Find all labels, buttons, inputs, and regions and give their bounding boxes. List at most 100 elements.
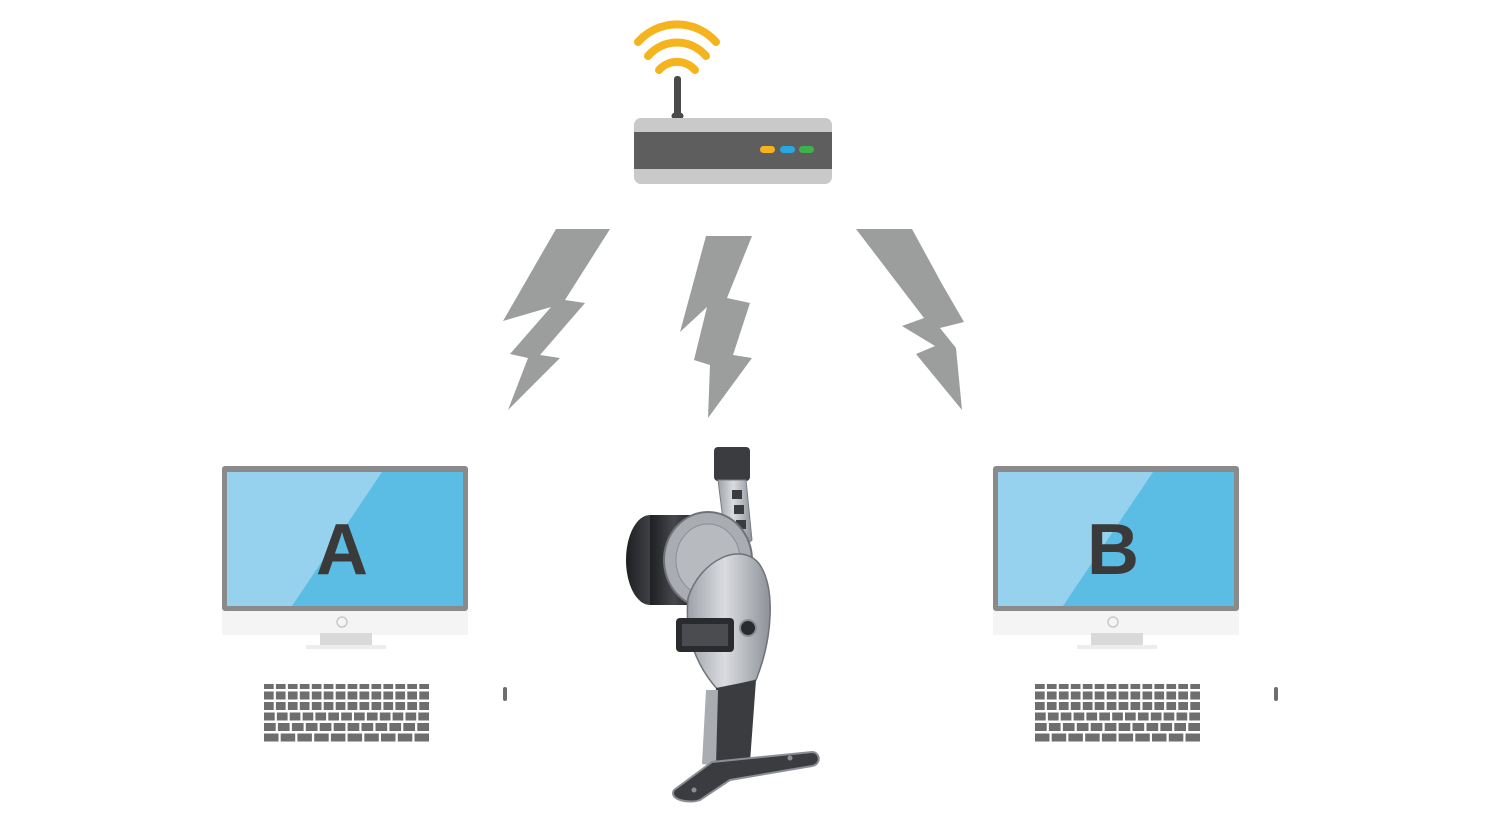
keyboard-key — [418, 712, 429, 721]
keyboard-key — [419, 702, 429, 710]
keyboard-key — [1082, 702, 1093, 710]
mouse — [503, 687, 507, 701]
keyboard-key — [371, 691, 382, 700]
keyboard-key — [1166, 684, 1177, 689]
keyboard-key — [1185, 733, 1200, 742]
mouse — [1274, 687, 1278, 701]
keyboard-key — [1174, 723, 1186, 731]
keyboard-key — [383, 691, 394, 700]
keyboard-key — [287, 702, 298, 710]
computer-label: B — [1087, 510, 1139, 590]
keyboard-key — [1094, 702, 1105, 710]
keyboard-key — [1090, 723, 1103, 731]
keyboard-key — [407, 702, 417, 710]
keyboard-key — [335, 702, 346, 710]
handheld-3d-scanner-icon — [626, 447, 820, 803]
keyboard-key — [1046, 702, 1057, 710]
keyboard-key — [419, 691, 429, 700]
keyboard-key — [379, 712, 391, 721]
keyboard-key — [311, 702, 322, 710]
keyboard-key — [375, 723, 388, 731]
wireless-links — [503, 229, 964, 418]
keyboard-key — [1086, 712, 1098, 721]
keyboard-key — [1154, 684, 1165, 689]
router-led-blue — [780, 146, 795, 153]
keyboard-key — [1163, 712, 1175, 721]
keyboard-key — [395, 691, 406, 700]
keyboard-key — [371, 702, 382, 710]
keyboard-key — [299, 702, 310, 710]
keyboard-key — [264, 723, 276, 731]
keyboard-key — [305, 723, 318, 731]
keyboard-key — [1035, 684, 1045, 689]
keyboard-key — [419, 684, 429, 689]
keyboard-key — [1035, 723, 1047, 731]
computer-b: B — [993, 466, 1278, 742]
keyboard-key — [1132, 723, 1145, 731]
keyboard-key — [1142, 691, 1153, 700]
keyboard-key — [1046, 684, 1057, 689]
keyboard-key — [364, 733, 379, 742]
keyboard-key — [1118, 691, 1129, 700]
keyboard-key — [1130, 691, 1141, 700]
keyboard-key — [361, 723, 374, 731]
keyboard-key — [407, 691, 417, 700]
keyboard-key — [1130, 702, 1141, 710]
keyboard-key — [291, 723, 304, 731]
keyboard-key — [1094, 684, 1105, 689]
lightning-bolt-icon — [680, 236, 752, 418]
keyboard-key — [275, 702, 286, 710]
keyboard-key — [1076, 723, 1089, 731]
router-antenna — [674, 76, 681, 116]
keyboard-key — [347, 691, 358, 700]
keyboard-key — [383, 684, 394, 689]
keyboard-key — [1068, 733, 1083, 742]
keyboard-key — [1178, 691, 1188, 700]
keyboard-key — [1101, 733, 1117, 742]
keyboard-key — [1104, 723, 1117, 731]
keyboard-key — [1142, 684, 1153, 689]
keyboard-key — [1189, 712, 1200, 721]
keyboard-key — [341, 712, 352, 721]
keyboard-key — [347, 702, 358, 710]
keyboard-key — [417, 723, 429, 731]
keyboard-key — [389, 723, 402, 731]
keyboard-key — [347, 733, 363, 742]
lightning-bolt-icon — [503, 229, 610, 410]
keyboard-key — [1118, 684, 1129, 689]
router-led-green — [799, 146, 814, 153]
keyboard-key — [1188, 723, 1200, 731]
keyboard-key — [1168, 733, 1184, 742]
keyboard-key — [1106, 684, 1117, 689]
keyboard-key — [275, 691, 286, 700]
keyboard-key — [397, 733, 413, 742]
keyboard-key — [1035, 733, 1050, 742]
keyboard-key — [264, 684, 274, 689]
keyboard-key — [264, 702, 274, 710]
keyboard-key — [1166, 702, 1177, 710]
keyboard-key — [1048, 723, 1061, 731]
keyboard-key — [1070, 684, 1081, 689]
keyboard-key — [276, 712, 288, 721]
keyboard-key — [328, 712, 339, 721]
keyboard-key — [264, 733, 279, 742]
keyboard-key — [1060, 712, 1072, 721]
keyboard-key — [359, 684, 370, 689]
keyboard-key — [287, 691, 298, 700]
keyboard-key — [314, 733, 329, 742]
keyboard-key — [1154, 702, 1165, 710]
keyboard-key — [1135, 733, 1150, 742]
keyboard-key — [1058, 702, 1069, 710]
keyboard-key — [280, 733, 296, 742]
keyboard-key — [1112, 712, 1123, 721]
keyboard-key — [277, 723, 290, 731]
keyboard-key — [383, 702, 394, 710]
keyboard-key — [1142, 702, 1153, 710]
keyboard-key — [1058, 691, 1069, 700]
keyboard-key — [311, 684, 322, 689]
keyboard-key — [1154, 691, 1165, 700]
keyboard-key — [1178, 684, 1188, 689]
keyboard-key — [315, 712, 327, 721]
keyboard-key — [1150, 712, 1162, 721]
